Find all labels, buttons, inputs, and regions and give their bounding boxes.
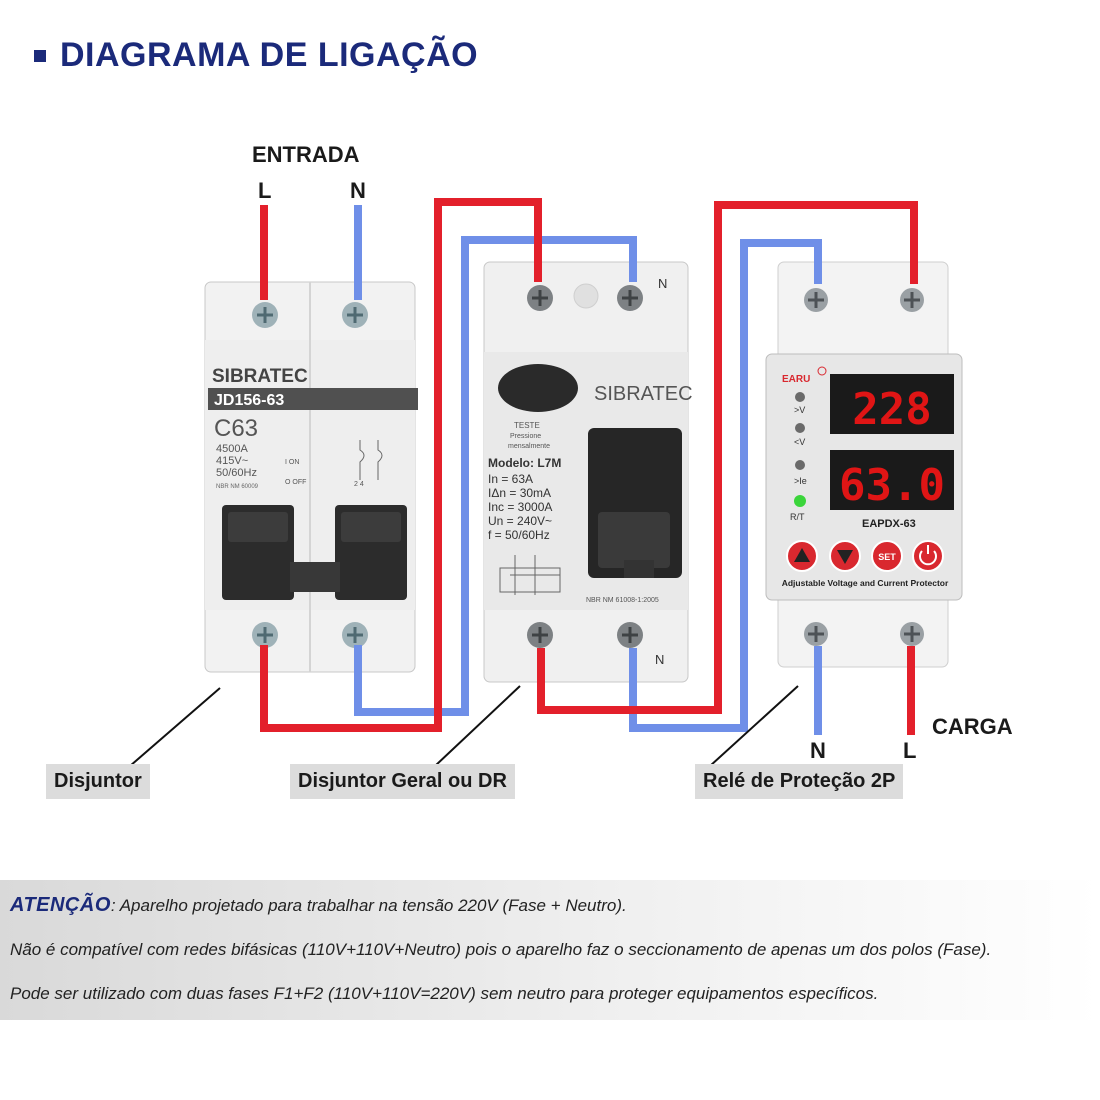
rcd-device: SIBRATEC TESTE Pressione mensalmente Mod…	[483, 261, 693, 683]
set-button: SET	[871, 540, 903, 572]
breaker-screw-icon	[342, 302, 368, 328]
breaker-tag: Disjuntor	[46, 764, 150, 799]
rcd-n-bottom: N	[655, 652, 664, 667]
down-arrow-icon	[829, 540, 861, 572]
breaker-brand: SIBRATEC	[212, 366, 308, 387]
rcd-screw-icon	[527, 622, 553, 648]
relay-device: EARU 228 63.0 >V <V >Ie R/T EAPDX-63 SET…	[765, 261, 963, 668]
note-line-3: Pode ser utilizado com duas fases F1+F2 …	[10, 984, 879, 1003]
rcd-test2: Pressione	[510, 433, 541, 440]
breaker-screw-icon	[252, 302, 278, 328]
rcd-pointer-line	[434, 685, 521, 767]
relay-pointer-line	[709, 685, 799, 767]
relay-caption: Adjustable Voltage and Current Protector	[782, 578, 949, 588]
rcd-screw-icon	[617, 285, 643, 311]
relay-current-display	[830, 450, 954, 510]
input-label: ENTRADA	[252, 142, 360, 167]
relay-current: 63.0	[839, 460, 945, 511]
relay-voltage: 228	[852, 384, 931, 435]
rcd-model: Modelo: L7M	[488, 456, 561, 470]
rcd-spec-line: Inc = 3000A	[488, 500, 552, 514]
rcd-spec-line: IΔn = 30mA	[488, 486, 551, 500]
breaker-line2: 415V~	[216, 455, 248, 467]
phase-wire-rcd-to-relay	[537, 201, 918, 714]
breaker-line3: 50/60Hz	[216, 467, 257, 479]
breaker-terminals: 2 4	[354, 481, 364, 488]
relay-screw-icon	[900, 288, 924, 312]
output-n-label: N	[810, 738, 826, 763]
notes-panel	[0, 880, 1100, 1020]
output-l-label: L	[903, 738, 917, 763]
breaker-schematic-icon	[359, 440, 383, 480]
rcd-tag: Disjuntor Geral ou DR	[290, 764, 515, 799]
relay-tag: Relé de Proteção 2P	[695, 764, 904, 799]
relay-screw-icon	[804, 622, 828, 646]
rcd-screw-icon	[527, 285, 553, 311]
rcd-test-button	[498, 364, 578, 412]
wiring-diagram: SIBRATEC JD156-63 C63 4500A 415V~ 50/60H…	[129, 198, 963, 767]
rcd-test1: TESTE	[514, 421, 540, 430]
rcd-spec-line: In = 63A	[488, 472, 533, 486]
breaker-cert: NBR NM 60009	[216, 484, 259, 490]
relay-ind-over-i: >Ie	[794, 476, 807, 486]
input-n-label: N	[350, 178, 366, 203]
rcd-spec-line: Un = 240V~	[488, 514, 552, 528]
breaker-pointer-line	[129, 687, 221, 767]
breaker-line1: 4500A	[216, 443, 248, 455]
attention-label: ATENÇÃO	[10, 894, 111, 916]
breaker-model: JD156-63	[214, 392, 284, 409]
rcd-brand: SIBRATEC	[594, 383, 693, 405]
relay-ind-over-v: >V	[794, 405, 805, 415]
breaker-rating: C63	[214, 415, 258, 442]
breaker-screw-icon	[252, 622, 278, 648]
rcd-test3: mensalmente	[508, 443, 550, 450]
relay-model: EAPDX-63	[862, 518, 916, 530]
relay-brand: EARU	[782, 374, 810, 385]
breaker-screw-icon	[342, 622, 368, 648]
output-label: CARGA	[932, 714, 1013, 739]
breaker-device: SIBRATEC JD156-63 C63 4500A 415V~ 50/60H…	[204, 281, 418, 673]
rcd-n-top: N	[658, 276, 667, 291]
breaker-on: I ON	[285, 459, 299, 466]
relay-screw-icon	[900, 622, 924, 646]
note-line-2: Não é compatível com redes bifásicas (11…	[10, 940, 992, 959]
rcd-cert: NBR NM 61008-1:2005	[586, 597, 659, 604]
power-icon	[912, 540, 944, 572]
neutral-wire-rcd-to-relay	[629, 239, 822, 732]
title-bullet-icon	[34, 50, 46, 62]
breaker-off: O OFF	[285, 479, 306, 486]
page-title: DIAGRAMA DE LIGAÇÃO	[60, 36, 479, 74]
relay-set-label: SET	[878, 552, 896, 562]
input-l-label: L	[258, 178, 272, 203]
up-arrow-icon	[786, 540, 818, 572]
rcd-screw-icon	[617, 622, 643, 648]
relay-voltage-display	[830, 374, 954, 434]
neutral-wire-breaker-to-rcd	[354, 236, 637, 716]
note-line-1-text: : Aparelho projetado para trabalhar na t…	[110, 896, 627, 915]
relay-screw-icon	[804, 288, 828, 312]
phase-wire-breaker-to-rcd	[260, 198, 542, 732]
rcd-spec-line: f = 50/60Hz	[488, 528, 550, 542]
note-line-1: ATENÇÃO: Aparelho projetado para trabalh…	[10, 894, 627, 917]
relay-ind-under-v: <V	[794, 437, 805, 447]
rcd-schematic-icon	[499, 555, 561, 595]
relay-ind-rt: R/T	[790, 512, 805, 522]
